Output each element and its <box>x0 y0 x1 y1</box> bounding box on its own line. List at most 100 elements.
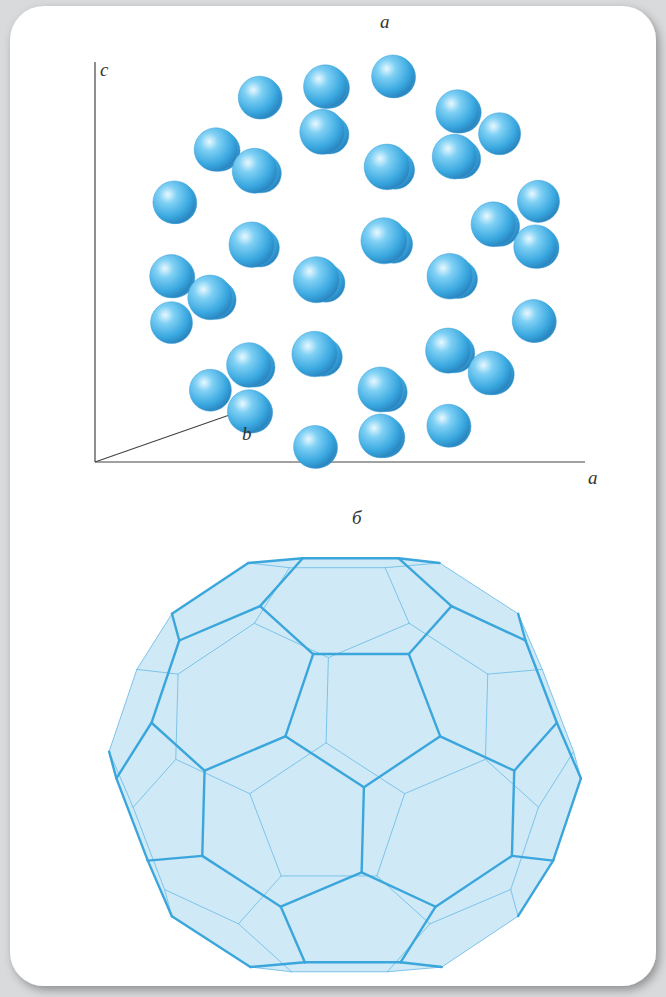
axis-label: b <box>242 424 252 443</box>
polyhedron-edge <box>281 872 362 906</box>
polyhedron-edge <box>250 967 291 972</box>
carbon-atom <box>238 76 281 119</box>
polyhedron-edge <box>362 872 436 906</box>
carbon-atom <box>150 255 193 298</box>
polyhedron-edge <box>303 557 399 559</box>
polyhedron-edge <box>313 653 409 655</box>
carbon-atom <box>432 134 477 179</box>
polyhedron-edge <box>148 856 202 861</box>
polyhedron-edge <box>250 794 281 876</box>
polyhedron-edge <box>401 907 436 963</box>
polyhedron-edge <box>377 794 405 876</box>
polyhedron-edge <box>364 736 440 787</box>
polyhedron-edge <box>542 669 573 751</box>
polyhedron-edge <box>328 623 409 657</box>
polyhedron-edge <box>511 807 539 889</box>
polyhedron-edge <box>401 962 442 967</box>
polyhedron-edge <box>116 778 147 860</box>
carbon-atom <box>427 253 473 299</box>
polyhedron-edge <box>512 771 514 856</box>
polyhedron-edge <box>398 558 451 606</box>
carbon-atom <box>304 65 348 109</box>
carbon-atom <box>358 367 403 412</box>
polyhedron-edge <box>442 916 518 967</box>
polyhedron-edge <box>385 568 409 624</box>
carbon-atom <box>479 113 521 155</box>
polyhedron-edge <box>250 962 304 967</box>
polyhedron-edge <box>248 563 289 568</box>
polyhedron-edge <box>285 654 313 736</box>
carbon-atom <box>512 300 555 343</box>
polyhedron-edge <box>285 736 364 787</box>
carbon-atom <box>517 180 559 222</box>
polyhedron-edge <box>133 759 176 807</box>
carbon-atom <box>229 222 274 267</box>
carbon-atom <box>427 404 470 447</box>
polyhedron-edge <box>148 861 172 917</box>
polyhedron-edge <box>518 861 553 917</box>
polyhedron-edge <box>289 567 385 568</box>
polyhedron-edge <box>202 771 204 856</box>
polyhedron-edge <box>137 614 172 670</box>
polyhedron-edge <box>109 752 116 779</box>
polyhedron-edge <box>151 723 204 771</box>
polyhedron-edge <box>326 658 328 743</box>
carbon-atom <box>232 148 277 193</box>
polyhedron-edge <box>485 759 538 807</box>
polyhedron-edge <box>512 856 553 861</box>
polyhedron-edge <box>514 723 557 771</box>
polyhedron-edge <box>178 623 254 674</box>
polyhedron-edge <box>409 606 452 654</box>
carbon-atom <box>514 225 557 268</box>
polyhedron-edge <box>485 674 487 759</box>
polyhedron-edge <box>109 752 133 808</box>
polyhedron-edge <box>405 759 486 793</box>
polyhedron-edge <box>387 967 441 972</box>
polyhedron-edge <box>116 723 151 779</box>
polyhedron-edge <box>260 606 313 654</box>
polyhedron-edge <box>451 606 525 640</box>
carbon-atom <box>194 128 238 172</box>
polyhedron-edge <box>409 654 440 736</box>
carbon-atom <box>468 351 512 395</box>
polyhedron-edge <box>176 759 250 793</box>
polyhedron-edge <box>511 890 518 917</box>
carbon-atom <box>153 181 196 224</box>
polyhedron-edge <box>172 614 179 641</box>
polyhedron-edge <box>362 787 364 872</box>
carbon-atom <box>294 425 337 468</box>
polyhedron-edge <box>248 558 302 563</box>
polyhedron-edge <box>281 875 377 876</box>
polyhedron-edge <box>254 623 328 657</box>
axes <box>95 62 585 462</box>
polyhedron-edge <box>137 669 178 674</box>
polyhedron-edge <box>151 640 179 722</box>
axis-label: c <box>100 60 108 79</box>
polyhedron-edge <box>430 890 511 924</box>
panel-letter: а <box>380 12 390 31</box>
carbon-atom <box>361 218 407 264</box>
carbon-atom <box>300 109 345 154</box>
polyhedron-edge <box>109 669 137 751</box>
polyhedron-edge <box>553 778 581 860</box>
polyhedron-edge <box>398 558 439 563</box>
polyhedron-edge <box>172 563 248 614</box>
carbon-atom <box>293 257 339 303</box>
polyhedron-edge <box>172 916 251 967</box>
axis-label: a <box>588 468 598 487</box>
c60-ball-model <box>150 55 560 468</box>
polyhedron-edge <box>260 558 303 606</box>
polyhedron-edge <box>305 961 401 963</box>
carbon-atom <box>426 328 471 373</box>
carbon-atom <box>364 144 410 190</box>
carbon-atom <box>227 343 272 388</box>
polyhedron-edge <box>250 743 326 794</box>
polyhedron-edge <box>281 907 305 963</box>
panel-letter: б <box>352 508 362 527</box>
polyhedron-edge <box>202 856 281 907</box>
polyhedron-edge <box>525 640 556 722</box>
carbon-atom <box>372 55 415 98</box>
polyhedron-edge <box>539 752 574 808</box>
